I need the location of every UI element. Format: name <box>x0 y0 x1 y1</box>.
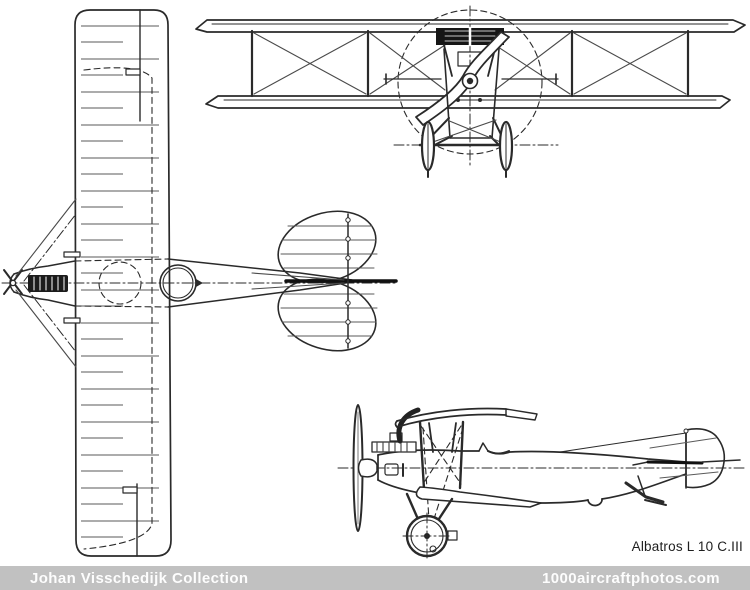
plan-cockpits <box>99 262 203 304</box>
front-fuselage <box>444 49 499 138</box>
plan-propeller <box>4 270 22 294</box>
side-landing-gear <box>403 494 457 558</box>
front-bracing-wires <box>254 33 686 94</box>
side-spinner <box>359 459 378 477</box>
plan-leading-edge-fitting-bottom <box>64 318 80 323</box>
side-tail-skid <box>626 483 663 502</box>
plan-aileron-top <box>126 10 140 121</box>
front-view-drawing <box>196 6 745 177</box>
plan-aileron-bottom <box>123 484 137 556</box>
footer-website-label: 1000aircraftphotos.com <box>541 569 720 587</box>
plan-lower-wing-dashed <box>84 68 152 549</box>
three-view-drawing <box>0 0 750 566</box>
plan-wing-outline <box>75 10 171 556</box>
side-lower-wing <box>416 487 541 507</box>
side-exhaust-pipe <box>399 410 418 441</box>
side-tailplane-edge <box>648 462 702 463</box>
plan-fuselage <box>10 259 352 307</box>
side-tail <box>560 429 740 505</box>
front-tailplane-edge <box>384 74 558 84</box>
front-hub-center <box>466 77 474 85</box>
side-top-wing <box>396 409 538 428</box>
aircraft-name-caption: Albatros L 10 C.III <box>631 539 743 554</box>
plan-tailplane <box>252 200 396 362</box>
side-struts <box>420 422 463 522</box>
front-bottom-wing <box>206 96 730 108</box>
side-view-drawing <box>338 405 746 558</box>
plan-bracing-wires <box>16 199 76 367</box>
footer-bar: Johan Visschedijk Collection 1000aircraf… <box>0 566 750 590</box>
side-windscreen <box>479 443 488 451</box>
plan-engine <box>28 275 68 292</box>
plan-wing-ribs <box>79 22 167 546</box>
front-struts <box>252 31 688 96</box>
front-landing-gear <box>394 118 558 177</box>
side-rudder <box>686 429 724 488</box>
front-propeller-disc <box>398 10 542 154</box>
plan-leading-edge-fitting-top <box>64 252 80 257</box>
side-cockpit-rim <box>488 451 509 454</box>
front-radiator <box>436 28 504 45</box>
front-top-wing <box>196 20 745 32</box>
side-engine <box>372 410 418 452</box>
top-view-drawing <box>2 10 398 556</box>
footer-collection-label: Johan Visschedijk Collection <box>30 569 249 587</box>
